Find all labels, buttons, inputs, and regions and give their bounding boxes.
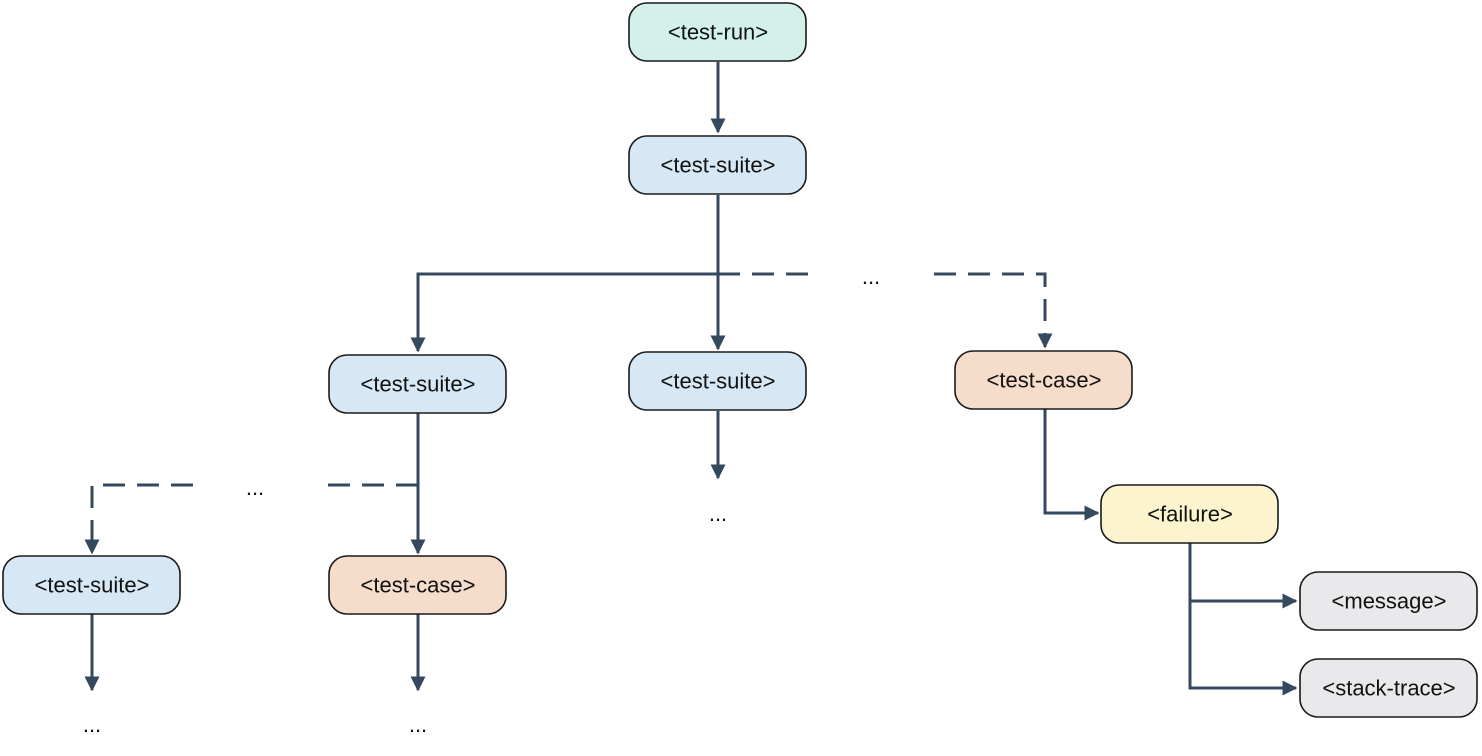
node-test-case-left-box bbox=[328, 555, 507, 615]
node-stack-trace-box bbox=[1299, 658, 1478, 718]
node-test-suite-left-label: <test-suite> bbox=[361, 372, 476, 397]
node-test-suite-mid: <test-suite> bbox=[628, 351, 807, 411]
node-test-case-right: <test-case> bbox=[954, 350, 1133, 410]
edge-failure-to-message bbox=[1188, 543, 1298, 609]
node-test-run: <test-run> bbox=[628, 2, 807, 62]
node-test-case-left-label: <test-case> bbox=[361, 573, 476, 598]
node-stack-trace: <stack-trace> bbox=[1299, 658, 1478, 718]
node-test-suite-mid-box bbox=[628, 351, 807, 411]
node-test-case-right-box bbox=[954, 350, 1133, 410]
edge-suite-left-to-suite-far-left-tail bbox=[84, 483, 193, 555]
node-test-run-box bbox=[628, 2, 807, 62]
edges bbox=[84, 62, 1298, 696]
node-test-suite-root-label: <test-suite> bbox=[661, 153, 776, 178]
nodes: <test-run> <test-suite> <test-suite> <te… bbox=[2, 2, 1478, 718]
node-test-suite-far-left: <test-suite> bbox=[2, 555, 181, 615]
node-test-case-right-label: <test-case> bbox=[987, 368, 1102, 393]
node-test-suite-root-box bbox=[628, 135, 807, 195]
edge-suite-root-to-suite-left bbox=[410, 272, 718, 353]
node-message-box bbox=[1299, 571, 1478, 631]
edge-case-right-to-failure bbox=[1043, 409, 1100, 521]
node-test-suite-mid-label: <test-suite> bbox=[661, 369, 776, 394]
ellipsis-far-left-children: ... bbox=[83, 712, 101, 737]
node-message: <message> bbox=[1299, 571, 1478, 631]
node-test-suite-root: <test-suite> bbox=[628, 135, 807, 195]
ellipsis-case-left-children: ... bbox=[409, 712, 427, 737]
node-stack-trace-label: <stack-trace> bbox=[1322, 676, 1455, 701]
edge-failure-to-stack-trace bbox=[1188, 601, 1298, 696]
node-test-suite-far-left-label: <test-suite> bbox=[35, 573, 150, 598]
node-failure: <failure> bbox=[1100, 484, 1279, 544]
node-message-label: <message> bbox=[1332, 589, 1447, 614]
node-failure-label: <failure> bbox=[1147, 502, 1233, 527]
ellipsis-root-siblings: ... bbox=[862, 264, 880, 289]
node-failure-box bbox=[1100, 484, 1279, 544]
edge-suite-root-to-case-right-tail bbox=[934, 272, 1053, 349]
node-test-suite-left: <test-suite> bbox=[328, 354, 507, 414]
node-test-suite-left-box bbox=[328, 354, 507, 414]
ellipsis-mid-children: ... bbox=[709, 501, 727, 526]
ellipses: ... ... ... ... ... bbox=[83, 264, 880, 737]
node-test-suite-far-left-box bbox=[2, 555, 181, 615]
node-test-case-left: <test-case> bbox=[328, 555, 507, 615]
node-test-run-label: <test-run> bbox=[668, 20, 768, 45]
ellipsis-left-siblings: ... bbox=[246, 475, 264, 500]
